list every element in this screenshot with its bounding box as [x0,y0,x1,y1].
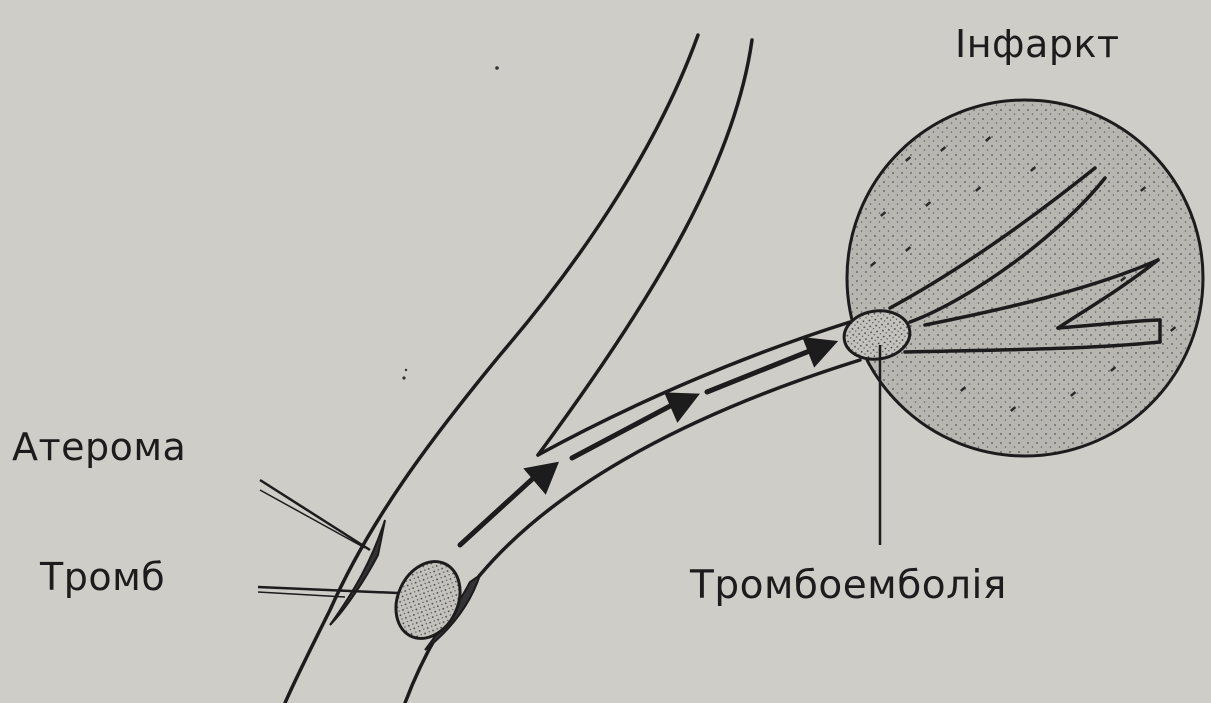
tromb-label: Тромб [40,555,165,599]
branch-artery [480,322,860,575]
ateroma-label: Атерома [12,425,186,469]
tromb-leader-line [258,587,398,593]
thromboembolism-label: Тромбоемболія [690,563,1007,608]
paper-specks [402,66,498,379]
main-artery [285,35,752,703]
leader-lines [258,345,880,597]
blood-flow-arrows [460,340,833,545]
infarct-label: Інфаркт [955,22,1120,66]
thrombus [384,551,472,649]
infarct-zone [847,100,1203,456]
ateroma-leader-line [260,480,370,550]
